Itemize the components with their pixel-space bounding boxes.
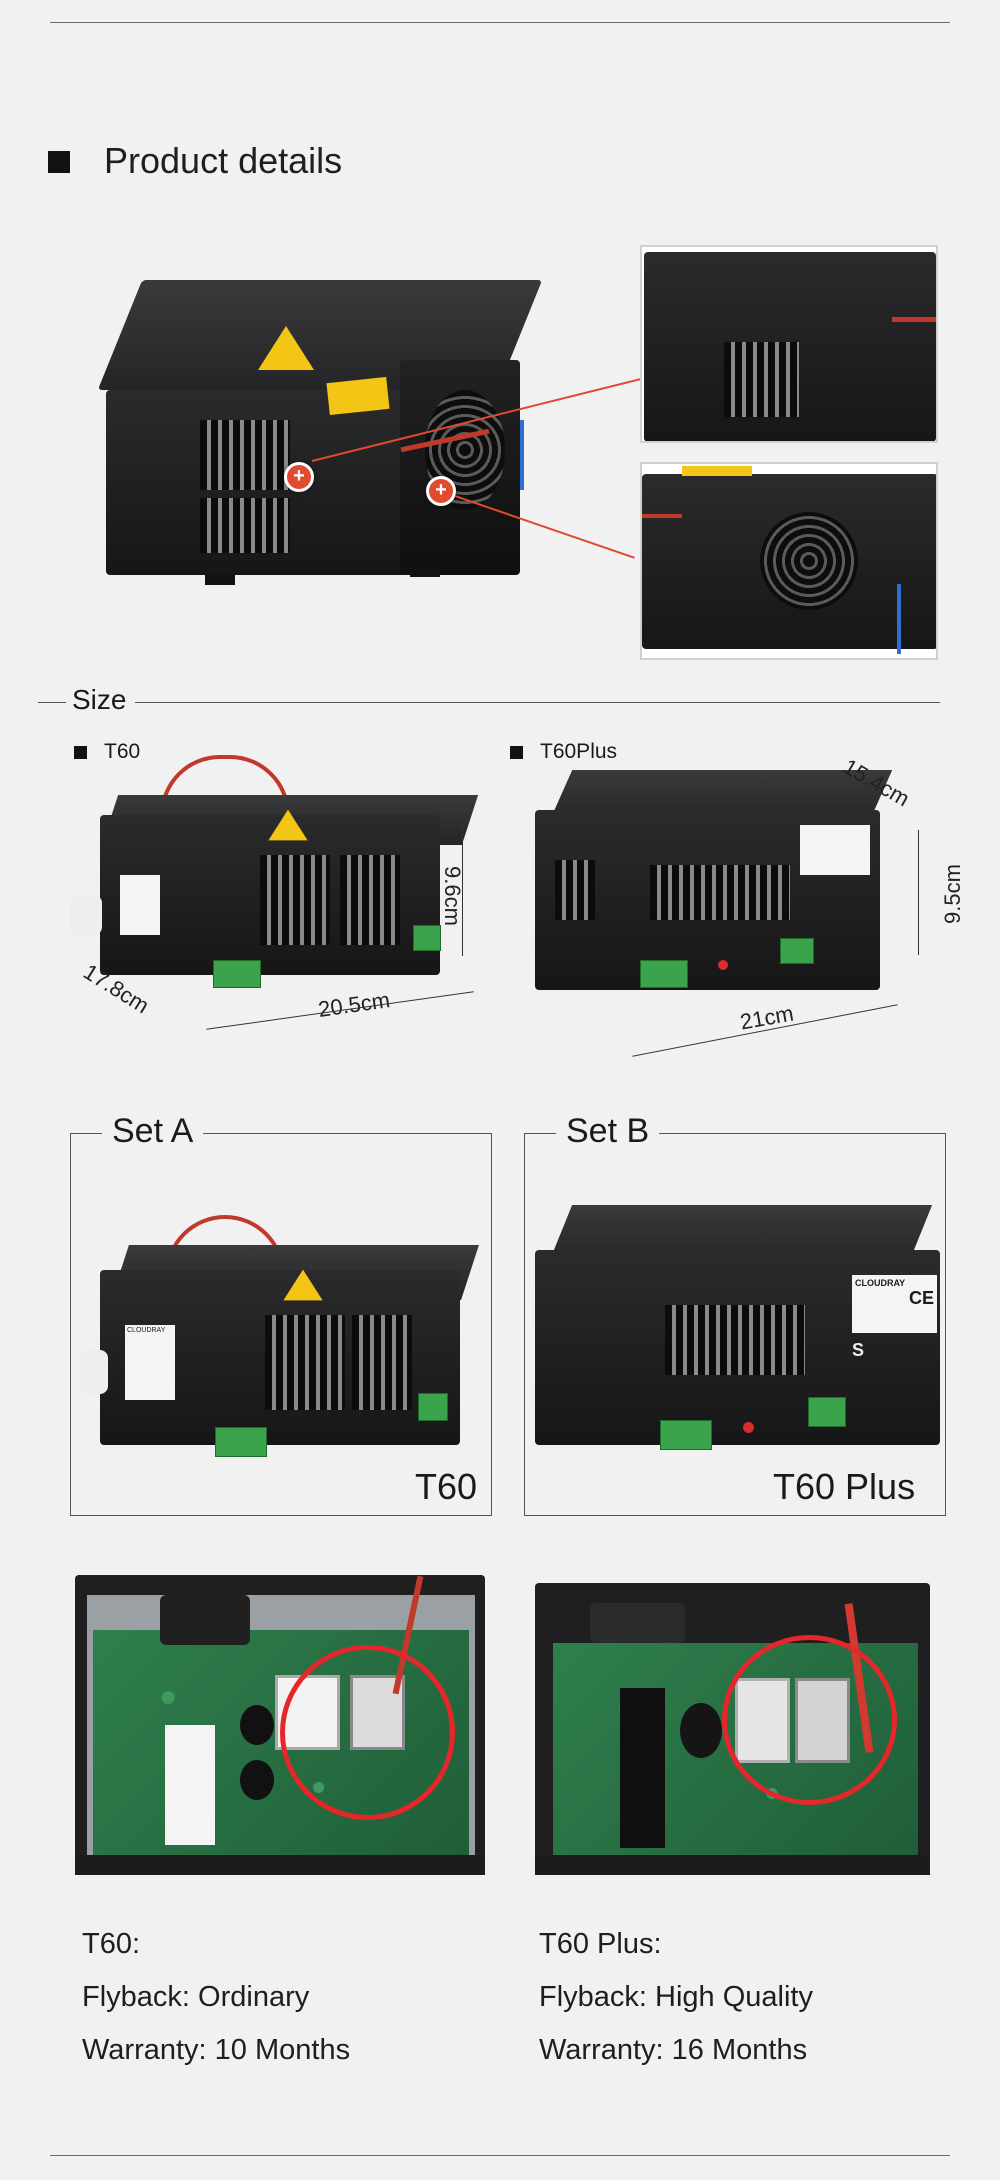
size-section-title: Size — [72, 684, 127, 715]
t60plus-model-label: T60 Plus: — [539, 1928, 662, 1960]
t60-size-photo — [70, 755, 479, 988]
size-divider-left — [38, 702, 66, 703]
set-b-caption: T60 Plus — [773, 1466, 916, 1507]
bottom-divider — [50, 2155, 950, 2156]
t60-model-label: T60: — [82, 1928, 141, 1960]
t60plus-flyback: Flyback: High Quality — [539, 1981, 813, 2013]
heading-bullet-icon — [48, 151, 70, 173]
t60plus-height-line — [918, 830, 919, 955]
size-model-name: T60Plus — [540, 740, 618, 763]
brand-text: CLOUDRAY — [855, 1278, 906, 1288]
page-title: Product details — [104, 140, 343, 181]
t60plus-size-photo — [530, 770, 893, 1000]
callout-marker-icon: + — [284, 462, 314, 492]
warning-label — [326, 376, 390, 416]
model-bullet-icon — [74, 746, 87, 759]
set-b-photo: CLOUDRAY CE S — [530, 1205, 940, 1455]
t60-height-line — [462, 816, 463, 956]
ce-mark: CE — [908, 1288, 934, 1308]
t60plus-warranty: Warranty: 16 Months — [539, 2034, 808, 2066]
detail-inset-top — [640, 245, 938, 443]
set-a-panel — [70, 1133, 492, 1516]
set-a-title: Set A — [102, 1112, 204, 1151]
t60-flyback: Flyback: Ordinary — [82, 1981, 310, 2013]
model-bullet-icon — [510, 746, 523, 759]
detail-inset-bottom — [640, 462, 938, 660]
brand-label: CLOUDRAY CE — [852, 1275, 937, 1333]
brand-label: CLOUDRAY — [125, 1325, 175, 1400]
set-a-caption: T60 — [415, 1466, 478, 1507]
main-product-photo — [97, 270, 543, 620]
side-vent — [200, 420, 290, 490]
t60-warranty: Warranty: 10 Months — [82, 2034, 351, 2066]
set-a-photo: CLOUDRAY — [80, 1215, 480, 1457]
flyback-highlight-icon — [722, 1635, 897, 1805]
brand-text: CLOUDRAY — [127, 1327, 166, 1334]
t60plus-height-dim: 9.5cm — [940, 864, 965, 924]
set-b-panel — [524, 1133, 946, 1516]
set-b-title: Set B — [556, 1112, 660, 1151]
s-mark: S — [852, 1340, 865, 1360]
flyback-highlight-icon — [280, 1645, 455, 1820]
size-model-name: T60 — [104, 740, 141, 763]
size-divider-right — [135, 702, 940, 703]
callout-marker-icon: + — [426, 476, 456, 506]
top-divider — [50, 22, 950, 23]
blue-wire — [520, 420, 524, 490]
side-vent-lower — [200, 498, 290, 553]
high-voltage-warning-icon — [258, 326, 314, 370]
fan-icon — [760, 512, 858, 610]
